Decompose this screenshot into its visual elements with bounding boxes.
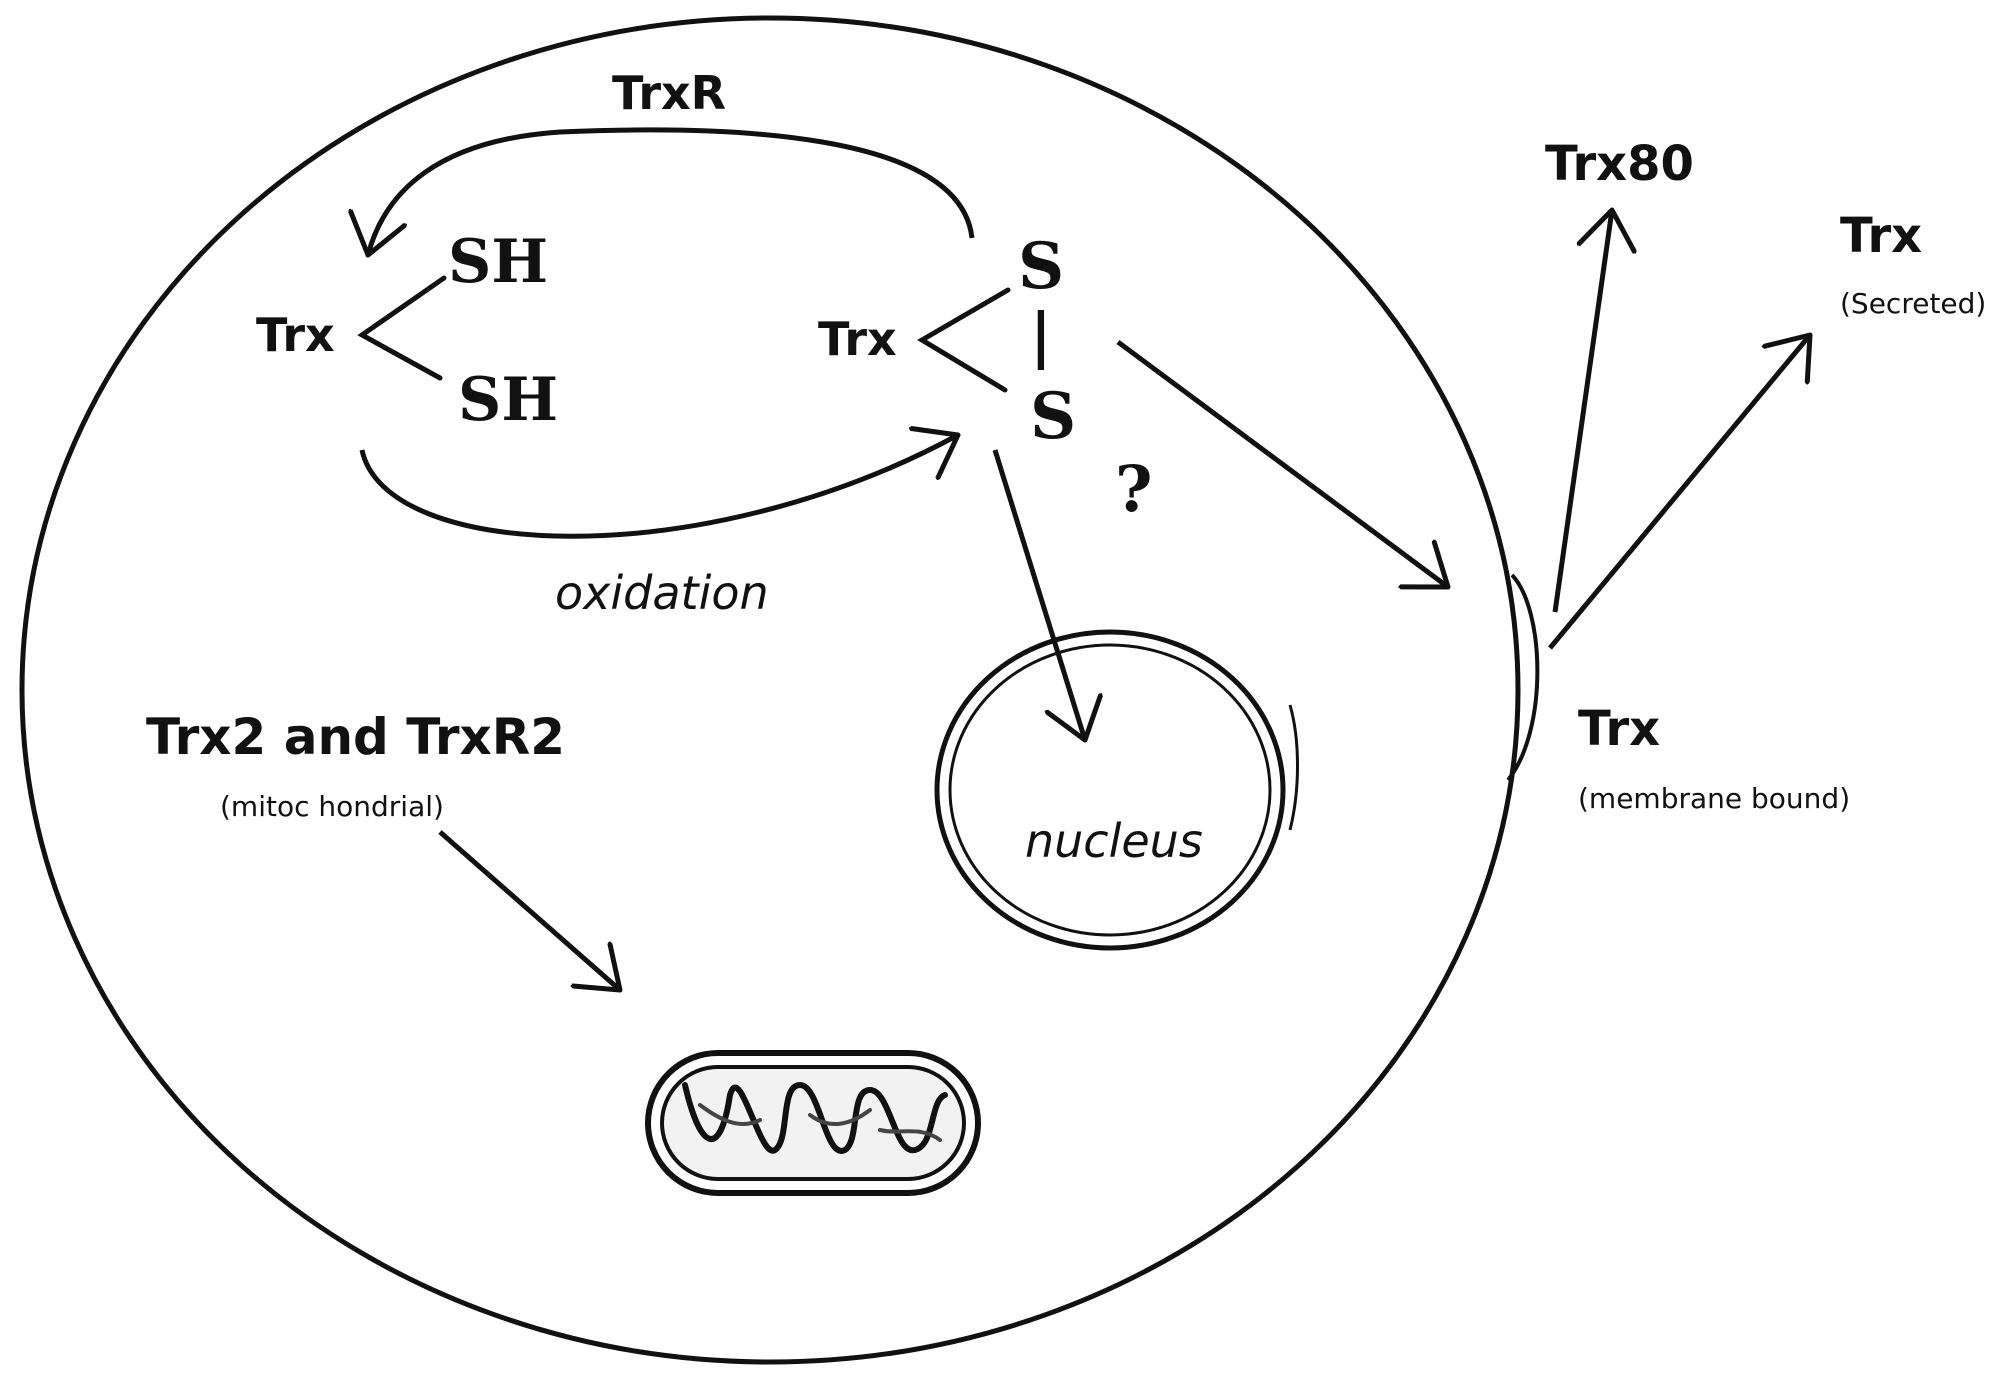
question-mark: ?	[1115, 452, 1153, 527]
mitochondrion-cristae	[682, 1081, 948, 1154]
oxidation-arrow	[359, 435, 958, 539]
nucleus-outer	[934, 629, 1286, 951]
arrow-to-trx80	[1552, 210, 1612, 613]
membrane-subtitle: (membrane bound)	[1578, 782, 1851, 815]
trxr-label: TrxR	[612, 66, 727, 120]
reduced-thiol-bottom: SH	[458, 365, 559, 435]
cell-membrane	[19, 15, 1521, 1365]
disulfide-bond: |	[1030, 301, 1052, 371]
secreted-trx-label: Trx	[1840, 208, 1923, 264]
arrow-to-secreted-trx	[1548, 335, 1810, 650]
arrow-to-nucleus	[992, 449, 1085, 740]
oxidized-trx-label: Trx	[818, 312, 897, 366]
nuclear-pore	[1288, 704, 1299, 831]
secreted-subtitle: (Secreted)	[1840, 287, 1987, 320]
mitochondrial-subtitle: (mitoc hondrial)	[220, 790, 444, 823]
arrow-to-mitochondrion	[438, 830, 620, 990]
membrane-trx-anchor	[1506, 573, 1540, 782]
trxr-reduction-arrow	[368, 127, 975, 255]
mitochondrial-title: Trx2 and TrxR2	[146, 708, 566, 766]
trx80-label: Trx80	[1545, 136, 1694, 192]
reduced-trx-bracket	[357, 275, 447, 381]
reduced-trx-label: Trx	[256, 308, 335, 362]
nucleus-inner	[948, 643, 1272, 937]
oxidized-sulfur-top: S	[1018, 229, 1065, 304]
mitochondrion	[645, 1050, 981, 1196]
oxidized-trx-bracket	[917, 287, 1011, 393]
oxidized-sulfur-bottom: S	[1030, 379, 1077, 454]
reduced-thiol-top: SH	[448, 227, 549, 297]
nucleus-label: nucleus	[1025, 814, 1203, 868]
membrane-trx-label: Trx	[1578, 701, 1661, 757]
arrow-to-membrane	[1116, 339, 1448, 587]
oxidation-label: oxidation	[555, 566, 769, 620]
